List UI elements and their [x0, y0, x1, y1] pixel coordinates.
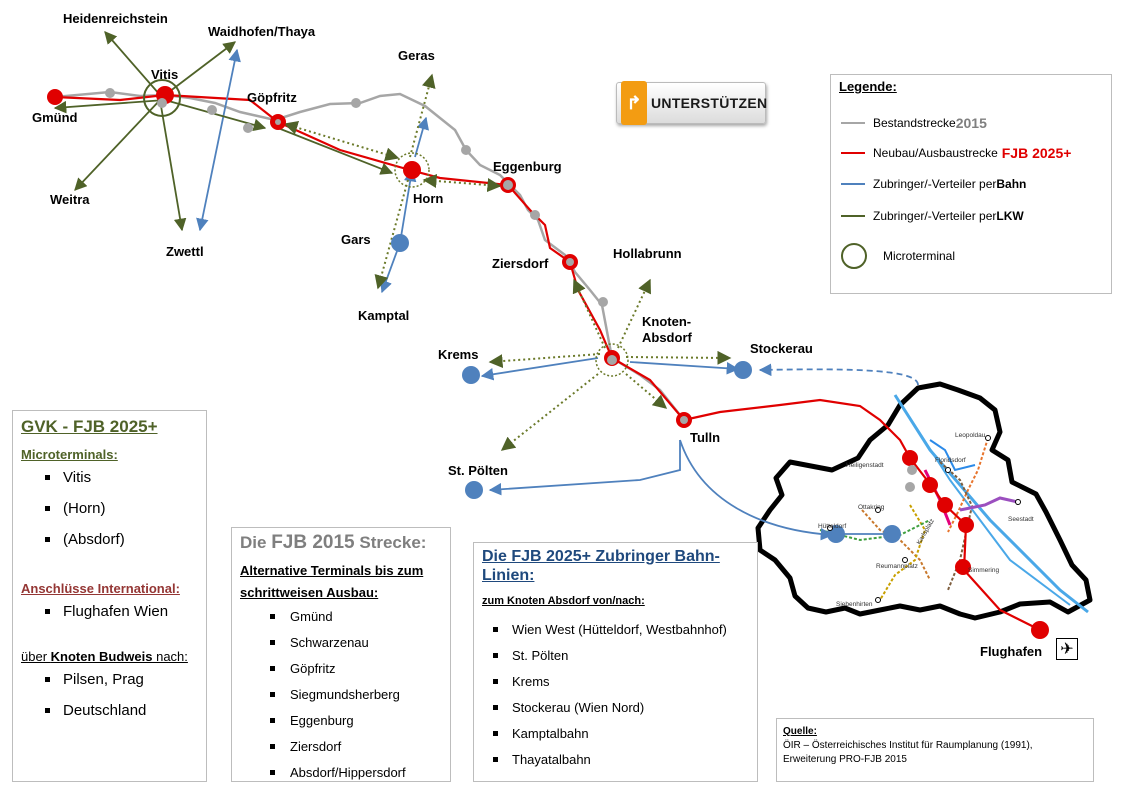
label-siebenhirten: Siebenhirten	[836, 601, 873, 608]
source-panel: Quelle: ÖIR – Österreichisches Institut …	[776, 718, 1094, 782]
fjb2015-title: Die FJB 2015 Strecke:	[240, 532, 427, 553]
gvk-micro-title: Microterminals:	[21, 447, 118, 462]
label-leopoldau: Leopoldau	[955, 432, 986, 439]
label-heiligenstadt: Heiligenstadt	[846, 462, 884, 469]
legend-new: Neubau/Ausbaustrecke FJB 2025+	[841, 145, 1071, 161]
label-reumannplatz: Reumannplatz	[876, 563, 918, 570]
label-eggenburg: Eggenburg	[493, 159, 562, 174]
gvk-budweis-list: Pilsen, Prag Deutschland	[21, 664, 198, 726]
fjb2025-title: Die FJB 2025+ Zubringer Bahn-Linien:	[482, 548, 720, 584]
list-item: Pilsen, Prag	[21, 664, 198, 695]
label-floridsdorf: Floridsdorf	[935, 457, 966, 464]
label-ottakring: Ottakring	[858, 504, 885, 511]
existing-line	[54, 90, 685, 421]
label-gmuend: Gmünd	[32, 110, 78, 125]
legend-rail-swatch	[841, 183, 865, 185]
label-krems: Krems	[438, 347, 478, 362]
share-icon: ↱	[621, 81, 647, 125]
label-goepfritz: Göpfritz	[247, 90, 297, 105]
list-item: St. Pölten	[482, 643, 749, 669]
gvk-title: GVK - FJB 2025+	[21, 417, 158, 436]
legend-existing-swatch	[841, 122, 865, 124]
gvk-intl-title: Anschlüsse International:	[21, 581, 180, 596]
label-vitis: Vitis	[151, 67, 178, 82]
gvk-intl-list: Flughafen Wien	[21, 596, 198, 627]
fjb2025-subtitle: zum Knoten Absdorf von/nach:	[482, 595, 645, 607]
fjb2015-panel: Die FJB 2015 Strecke: Alternative Termin…	[231, 527, 451, 782]
source-label: Quelle:	[783, 726, 817, 737]
list-item: Eggenburg	[240, 708, 442, 734]
label-stockerau: Stockerau	[750, 341, 813, 356]
support-button-label: UNTERSTÜTZEN	[651, 95, 768, 111]
list-item: Gmünd	[240, 604, 442, 630]
list-item: Krems	[482, 669, 749, 695]
list-item: Thayatalbahn	[482, 747, 749, 773]
list-item: Göpfritz	[240, 656, 442, 682]
legend-micro: Microterminal	[841, 243, 955, 269]
label-kamptal: Kamptal	[358, 308, 409, 323]
support-button[interactable]: ↱ UNTERSTÜTZEN	[616, 81, 768, 125]
label-heidenreichstein: Heidenreichstein	[63, 11, 168, 26]
source-line-1: ÖIR – Österreichisches Institut für Raum…	[783, 740, 1033, 751]
legend-title: Legende:	[839, 79, 897, 94]
label-tulln: Tulln	[690, 430, 720, 445]
gvk-micro-list: Vitis (Horn) (Absdorf)	[21, 462, 198, 555]
fjb2015-list: Gmünd Schwarzenau Göpfritz Siegmundsherb…	[240, 604, 442, 786]
source-line-2: Erweiterung PRO-FJB 2015	[783, 754, 907, 765]
label-zwettl: Zwettl	[166, 244, 204, 259]
legend-micro-ring	[841, 243, 867, 269]
list-item: Stockerau (Wien Nord)	[482, 695, 749, 721]
list-item: Kamptalbahn	[482, 721, 749, 747]
list-item: Deutschland	[21, 695, 198, 726]
airplane-icon: ✈	[1056, 638, 1078, 660]
list-item: (Absdorf)	[21, 524, 198, 555]
gvk-budweis-title: über Knoten Budweis nach:	[21, 649, 188, 664]
label-geras: Geras	[398, 48, 435, 63]
list-item: Wien West (Hütteldorf, Westbahnhof)	[482, 617, 749, 643]
list-item: Absdorf/Hippersdorf	[240, 760, 442, 786]
list-item: Schwarzenau	[240, 630, 442, 656]
label-flughafen: Flughafen	[980, 644, 1042, 659]
label-absdorf: Absdorf	[642, 330, 693, 345]
label-horn: Horn	[413, 191, 443, 206]
legend-new-swatch	[841, 152, 865, 154]
legend-truck-swatch	[841, 215, 865, 217]
label-weitra: Weitra	[50, 192, 90, 207]
list-item: Siegmundsherberg	[240, 682, 442, 708]
label-knoten: Knoten-	[642, 314, 691, 329]
list-item: Ziersdorf	[240, 734, 442, 760]
vienna-boundary	[755, 381, 1093, 621]
legend: Legende: Bestandstrecke 2015 Neubau/Ausb…	[830, 74, 1112, 294]
list-item: (Horn)	[21, 493, 198, 524]
fjb2025-list: Wien West (Hütteldorf, Westbahnhof) St. …	[482, 617, 749, 773]
legend-truck: Zubringer/-Verteiler per LKW	[841, 209, 1024, 223]
label-ziersdorf: Ziersdorf	[492, 256, 549, 271]
gvk-panel: GVK - FJB 2025+ Microterminals: Vitis (H…	[12, 410, 207, 782]
label-gars: Gars	[341, 232, 371, 247]
label-waidhofen: Waidhofen/Thaya	[208, 24, 316, 39]
label-seestadt: Seestadt	[1008, 516, 1034, 523]
label-huetteldorf: Hütteldorf	[818, 523, 846, 530]
legend-rail: Zubringer/-Verteiler per Bahn	[841, 177, 1026, 191]
label-st-poelten: St. Pölten	[448, 463, 508, 478]
legend-existing: Bestandstrecke 2015	[841, 115, 987, 131]
list-item: Flughafen Wien	[21, 596, 198, 627]
label-simmering: Simmering	[968, 567, 999, 574]
label-hollabrunn: Hollabrunn	[613, 246, 682, 261]
fjb2015-subtitle: Alternative Terminals bis zum schrittwei…	[240, 563, 424, 600]
list-item: Vitis	[21, 462, 198, 493]
fjb2025-panel: Die FJB 2025+ Zubringer Bahn-Linien: zum…	[473, 542, 758, 782]
